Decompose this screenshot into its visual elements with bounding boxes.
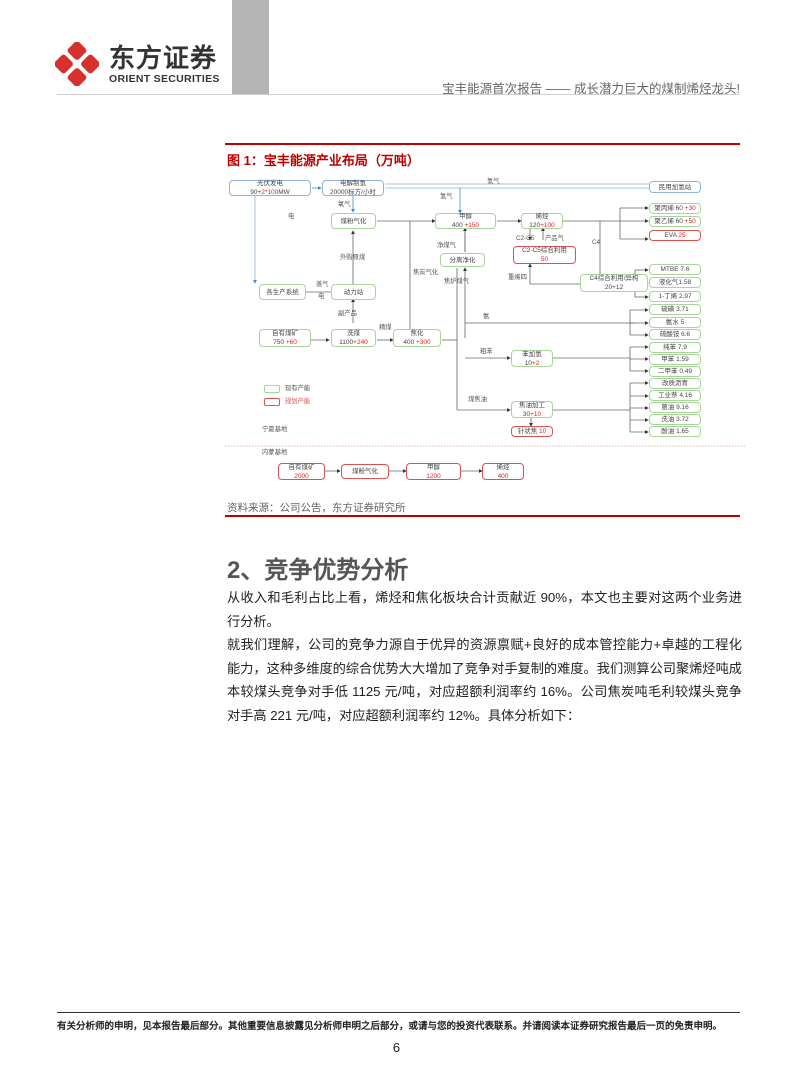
node-tar-processing: 焦油加工 30+10: [511, 401, 553, 418]
node-naphthalene: 工业萘 4.16: [649, 390, 701, 401]
node-pv-power: 光伏发电 90+2*100MW: [229, 180, 311, 196]
label-hydrogen-top: 氢气: [487, 178, 500, 185]
node-ammonia-water: 氨水 5: [649, 317, 701, 328]
legend-existing-swatch: [264, 385, 280, 393]
brand-logo: 东方证券 ORIENT SECURITIES: [55, 42, 225, 88]
node-phenol-oil: 酚油 1.65: [649, 426, 701, 437]
node-sulfur: 硫磺 3.71: [649, 304, 701, 315]
section-title: 2、竞争优势分析: [227, 557, 409, 584]
node-butene: 1-丁烯 2.97: [649, 291, 701, 302]
node-needle-coke: 针状焦 10: [511, 426, 553, 437]
label-coal-tar: 煤焦油: [468, 396, 487, 403]
label-hydrogen-mid: 氢气: [440, 193, 453, 200]
node-benzene-hydrogenation: 苯加氢 10+2: [511, 350, 553, 367]
header-gray-tab: [232, 0, 269, 94]
label-ningxia-base: 宁夏基地: [262, 426, 288, 433]
report-title: 宝丰能源首次报告 —— 成长潜力巨大的煤制烯烃龙头!: [442, 82, 740, 96]
node-power-station: 动力站: [331, 284, 376, 300]
label-coke-oven-gas: 焦炉煤气: [444, 278, 470, 285]
footer-divider: [57, 1012, 740, 1013]
diagram-connectors: [225, 182, 745, 473]
node-ammonium-sulfate: 硫酸铵 6.6: [649, 329, 701, 340]
label-innermongolia-base: 内蒙基地: [262, 449, 288, 456]
label-oxygen: 氧气: [338, 201, 351, 208]
label-electricity: 电: [288, 213, 295, 220]
node-pure-benzene: 纯苯 7.9: [649, 342, 701, 353]
node-polypropylene: 聚丙烯 60 +30: [649, 203, 701, 214]
legend-planned-label: 规划产能: [285, 398, 311, 405]
node-coking: 焦化 400 +300: [393, 329, 441, 347]
label-byproduct: 副产品: [338, 310, 357, 317]
node-hydrogen-station: 民用加氢站: [649, 181, 701, 193]
label-crude-benzene: 粗苯: [480, 348, 493, 355]
node-own-coal-mine: 自有煤矿 750 +60: [259, 329, 311, 347]
node-separation: 分离净化: [440, 253, 485, 267]
figure-title: 图 1：宝丰能源产业布局（万吨）: [227, 153, 420, 168]
label-clean-gas: 净煤气: [437, 242, 456, 249]
paragraph-1: 从收入和毛利占比上看，烯烃和焦化板块合计贡献近 90%，本文也主要对这两个业务进…: [227, 590, 742, 629]
label-product-gas: 产品气: [545, 235, 564, 242]
label-heavy-c4: 重烯四: [508, 274, 527, 281]
node-c4-utilization: C4综合利用/异构 20+12: [580, 274, 648, 292]
node-electrolysis: 电解制氢 20000标方/小时: [322, 180, 384, 196]
node-c2c5-utilization: C2-C5综合利用 50: [513, 246, 576, 264]
node-lpg: 液化气1.58: [649, 277, 701, 288]
label-ammonia: 氨: [483, 313, 490, 320]
label-c4: C4: [592, 239, 601, 246]
node-methanol: 甲醇 400 +150: [435, 213, 496, 229]
legend-planned-swatch: [264, 398, 280, 406]
page-number: 6: [392, 1040, 401, 1055]
node-im-gasification: 煤粉气化: [341, 464, 389, 479]
legend-existing-label: 现有产能: [285, 385, 311, 392]
orient-securities-logo-icon: [55, 42, 99, 86]
label-coke-gasification: 焦炭气化: [413, 269, 439, 276]
header-divider: [57, 94, 740, 95]
label-steam: 蒸气: [316, 281, 329, 288]
node-wash-oil: 洗油 3.72: [649, 414, 701, 425]
node-modified-pitch: 改质沥青: [649, 378, 701, 389]
node-anthracene-oil: 蒽油 9.16: [649, 402, 701, 413]
label-clean-coal: 精煤: [379, 324, 392, 331]
label-electricity-2: 电: [318, 293, 325, 300]
paragraph-2: 就我们理解，公司的竞争力源自于优异的资源禀赋+良好的成本管控能力+卓越的工程化能…: [227, 637, 742, 723]
figure-bottom-rule: [225, 515, 740, 517]
node-coal-washing: 洗煤 1100+240: [331, 329, 376, 347]
node-coal-gasification: 煤粉气化: [331, 213, 376, 229]
label-purchased-coal: 外购原煤: [340, 254, 366, 261]
node-polyethylene: 聚乙烯 60 +50: [649, 216, 701, 227]
node-xylene: 二甲苯 0.49: [649, 366, 701, 377]
industry-layout-diagram: 光伏发电 90+2*100MW 电解制氢 20000标方/小时 煤粉气化 甲醇 …: [225, 168, 745, 498]
label-c2c5: C2-C5: [516, 235, 535, 242]
node-eva: EVA 25: [649, 230, 701, 241]
brand-name-en: ORIENT SECURITIES: [109, 73, 220, 85]
figure-top-rule: [225, 143, 740, 145]
section-body: 从收入和毛利占比上看，烯烃和焦化板块合计贡献近 90%，本文也主要对这两个业务进…: [227, 586, 742, 727]
node-mtbe: MTBE 7.6: [649, 264, 701, 275]
figure-source: 资料来源：公司公告，东方证券研究所: [227, 502, 406, 514]
node-olefins: 烯烃 120+100: [521, 213, 563, 229]
node-production-systems: 各生产系统: [259, 284, 306, 300]
brand-name-cn: 东方证券: [109, 43, 218, 73]
node-toluene: 甲苯 1.59: [649, 354, 701, 365]
footer-disclaimer: 有关分析师的申明，见本报告最后部分。其他重要信息披露见分析师申明之后部分，或请与…: [57, 1021, 723, 1032]
